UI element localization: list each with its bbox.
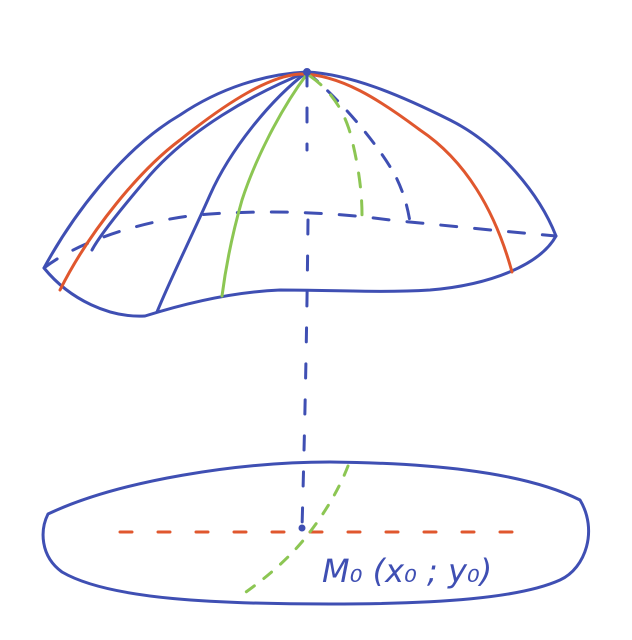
orange-section-curve	[58, 72, 514, 292]
apex-point	[303, 68, 311, 76]
green-curve-back-dashed	[308, 74, 364, 217]
point-label: M₀ (x₀ ; y₀)	[322, 552, 492, 590]
green-curve-front	[220, 72, 309, 298]
green-dashed-line	[244, 464, 350, 594]
base-ellipse	[41, 460, 591, 606]
dome-meridian-front	[155, 70, 309, 314]
dome-meridian-left	[90, 70, 309, 252]
point-m0	[298, 524, 306, 532]
dome-outline	[42, 70, 558, 318]
dome-base-dashed	[42, 210, 558, 270]
vertical-dashed-axis	[300, 70, 310, 530]
